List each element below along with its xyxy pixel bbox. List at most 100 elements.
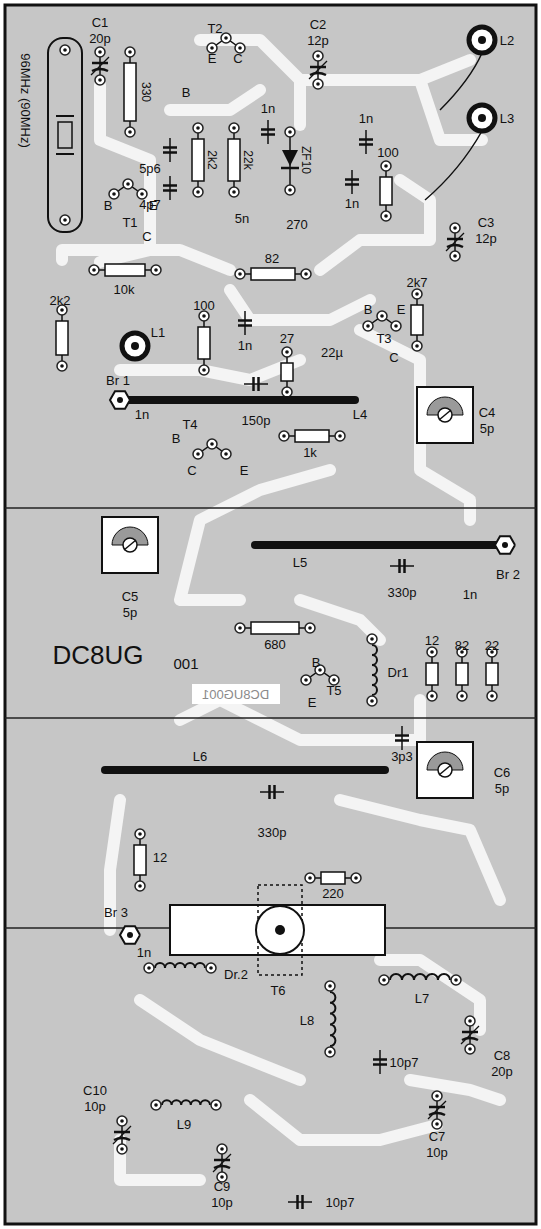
solder-pad: [123, 179, 133, 189]
part-label: Br 1: [106, 374, 130, 387]
part-label: L3: [500, 112, 514, 125]
solder-pad: [301, 269, 311, 279]
part-label: 10p7: [390, 1056, 419, 1069]
drill-hole: [460, 694, 464, 698]
drill-hole: [318, 668, 322, 672]
capacitor-lead: [244, 383, 268, 385]
part-label: L8: [300, 1014, 314, 1027]
capacitor-symbol: [403, 559, 406, 573]
capacitor-symbol: [296, 1195, 299, 1209]
drill-hole: [468, 1047, 472, 1051]
copper-trace: [300, 600, 380, 640]
solder-pad: [450, 223, 460, 233]
part-label: 220: [322, 887, 344, 900]
capacitor-symbol: [301, 1195, 304, 1209]
trimmer-screw: [123, 538, 137, 552]
part-label: C6: [494, 766, 511, 779]
part-label: C3: [478, 216, 495, 229]
copper-trace: [250, 1100, 437, 1140]
part-label: L9: [177, 1118, 191, 1131]
solder-pad: [325, 981, 335, 991]
crystal-outline: [48, 38, 82, 232]
solder-pad: [412, 341, 422, 351]
drill-hole: [154, 268, 158, 272]
trimmer-symbol: [114, 1138, 130, 1140]
solder-pad: [57, 361, 67, 371]
drill-hole: [308, 626, 312, 630]
board-divider: [5, 507, 536, 509]
trimmer-arrow: [91, 57, 109, 75]
drill-hole: [304, 272, 308, 276]
crystal-symbol: [58, 122, 72, 148]
solder-pad: [457, 691, 467, 701]
capacitor-symbol: [163, 151, 177, 154]
part-label: 20p: [491, 1065, 513, 1078]
drill-hole: [468, 1019, 472, 1023]
trimmer-symbol: [447, 238, 463, 241]
part-label: C7: [429, 1130, 446, 1143]
copper-trace: [120, 360, 300, 380]
feedthrough-hole: [117, 397, 123, 403]
drill-hole: [384, 214, 388, 218]
solder-pad: [151, 1100, 161, 1110]
copper-trace: [62, 250, 230, 270]
part-label: 10p: [211, 1196, 233, 1209]
solder-pad: [193, 187, 203, 197]
part-label: 1n: [135, 408, 149, 421]
part-label: C5: [122, 590, 139, 603]
drill-hole: [430, 650, 434, 654]
drill-hole: [63, 218, 67, 222]
board-divider: [5, 717, 536, 719]
drill-hole: [232, 126, 236, 130]
drill-hole: [224, 452, 228, 456]
drill-hole: [435, 1122, 439, 1126]
part-label: 12: [153, 851, 167, 864]
capacitor-lead: [169, 138, 171, 162]
part-label: DC8UG: [52, 642, 143, 668]
capacitor-lead: [267, 120, 269, 144]
trimmer-arrow: [213, 1154, 231, 1172]
part-label: C1: [92, 16, 109, 29]
solder-pad: [151, 265, 161, 275]
drill-hole: [366, 324, 370, 328]
capacitor-symbol: [373, 1058, 387, 1061]
part-label: 2k2: [50, 294, 71, 307]
part-label: 10p: [84, 1100, 106, 1113]
trimmer-arrow: [446, 233, 464, 251]
part-label: 150p: [242, 414, 271, 427]
part-label: L5: [293, 556, 307, 569]
part-label: 1n: [261, 102, 275, 115]
solder-pad: [391, 321, 401, 331]
copper-trace: [180, 470, 330, 600]
solder-pad: [335, 431, 345, 441]
air-coil-hole: [478, 114, 486, 122]
part-label: DC8UG001: [202, 688, 269, 701]
air-coil: [469, 27, 495, 53]
trimmer-symbol: [114, 1131, 130, 1134]
solder-pad: [221, 449, 231, 459]
trimmer-screw: [438, 408, 452, 422]
part-label: 12p: [307, 34, 329, 47]
foil-trimmer: [102, 517, 158, 573]
solder-pad: [313, 79, 323, 89]
part-label: 1n: [238, 339, 252, 352]
drill-hole: [453, 254, 457, 258]
solder-pad: [109, 189, 119, 199]
drill-hole: [214, 1103, 218, 1107]
part-label: 3p3: [391, 750, 413, 763]
solder-pad: [305, 873, 315, 883]
trimmer-symbol: [310, 66, 326, 69]
solder-pad: [206, 963, 216, 973]
air-coil-hole: [478, 36, 486, 44]
drill-hole: [92, 268, 96, 272]
drill-hole: [202, 314, 206, 318]
part-label: B: [364, 303, 373, 316]
drill-hole: [430, 694, 434, 698]
resistor-symbol: [105, 264, 145, 276]
drill-hole: [220, 1175, 224, 1179]
part-label: 100: [377, 146, 399, 159]
drill-hole: [147, 966, 151, 970]
solder-pad: [451, 975, 461, 985]
resistor-symbol: [426, 663, 438, 685]
